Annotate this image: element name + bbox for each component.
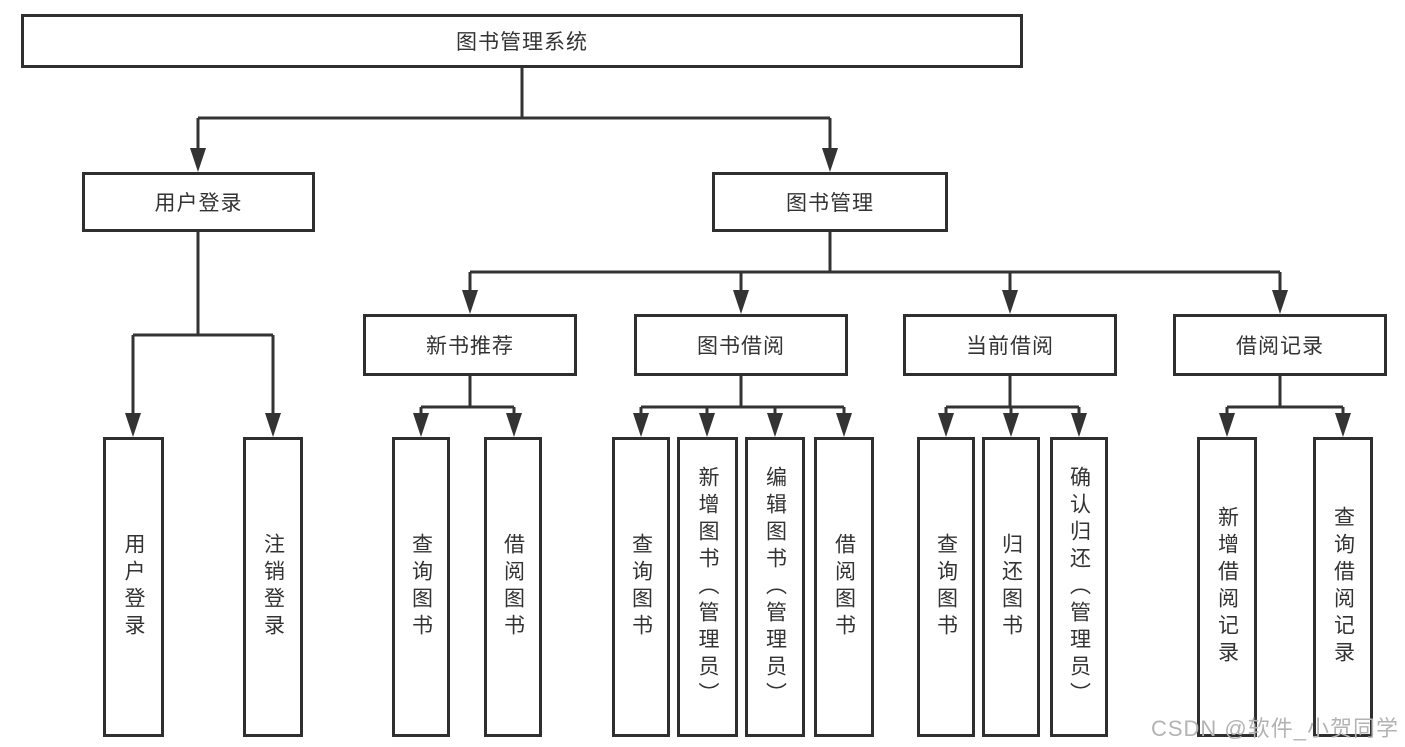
leaf-query-books-current: 查询图书 xyxy=(917,437,975,737)
node-borrowing-records: 借阅记录 xyxy=(1173,314,1387,376)
node-library-management-system: 图书管理系统 xyxy=(21,14,1023,68)
leaf-add-book-admin: 新增图书（管理员） xyxy=(677,437,738,737)
leaf-confirm-return-admin: 确认归还（管理员） xyxy=(1050,437,1108,737)
node-new-book-recommend: 新书推荐 xyxy=(363,314,577,376)
leaf-borrow-books-recommend: 借阅图书 xyxy=(484,437,542,737)
node-current-borrowing: 当前借阅 xyxy=(903,314,1117,376)
node-book-management: 图书管理 xyxy=(712,172,948,232)
leaf-add-borrow-record: 新增借阅记录 xyxy=(1197,437,1257,737)
leaf-borrow-books: 借阅图书 xyxy=(814,437,874,737)
leaf-query-borrow-record: 查询借阅记录 xyxy=(1313,437,1373,737)
leaf-query-books-recommend: 查询图书 xyxy=(392,437,450,737)
leaf-edit-book-admin: 编辑图书（管理员） xyxy=(745,437,805,737)
leaf-logout: 注销登录 xyxy=(243,437,303,737)
leaf-query-books-borrow: 查询图书 xyxy=(612,437,670,737)
node-book-borrowing: 图书借阅 xyxy=(634,314,848,376)
node-user-login: 用户登录 xyxy=(82,172,315,232)
leaf-user-login: 用户登录 xyxy=(103,437,164,737)
leaf-return-book: 归还图书 xyxy=(982,437,1040,737)
